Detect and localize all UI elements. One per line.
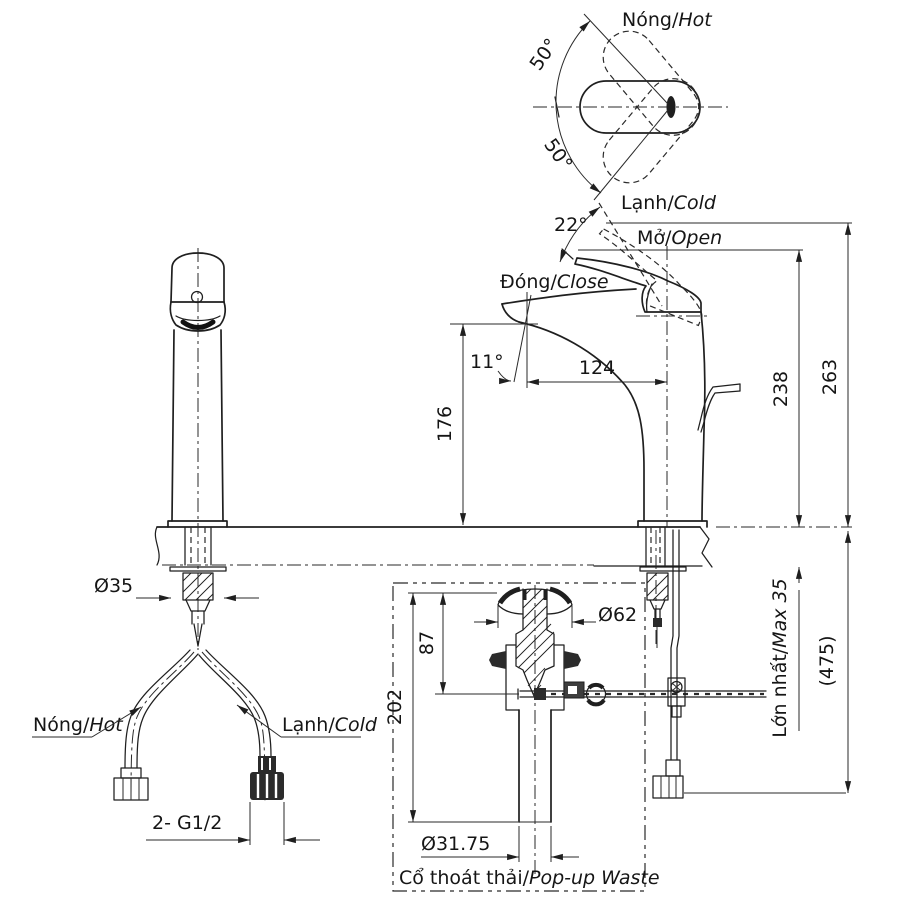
front-view-faucet: Nóng/Hot Lạnh/Cold Ø35 2- G1/2	[32, 248, 378, 845]
countertop	[154, 526, 852, 568]
spout-reach-label: 124	[579, 357, 615, 379]
popup-waste-box: 87 202 Ø62 Ø31.75 Cổ thoát thải/Pop-up W…	[384, 582, 767, 892]
top-cold-label: Lạnh/Cold	[621, 192, 717, 214]
open-angle-arc	[559, 206, 601, 263]
side-view-below-deck	[639, 526, 687, 799]
front-hot-label: Nóng/Hot	[33, 714, 124, 736]
cold-supply-hose	[205, 649, 272, 757]
swing-arc	[555, 20, 602, 194]
thread-label: 2- G1/2	[152, 812, 222, 834]
spout-angle-label: 11°	[470, 351, 504, 373]
popup-caption: Cổ thoát thải/Pop-up Waste	[399, 867, 660, 889]
handle-open-dashed	[598, 228, 703, 327]
close-label: Đóng/Close	[500, 271, 609, 293]
spout-height-label: 176	[434, 406, 456, 442]
side-view-faucet: 22° Mở/Open Đóng/Close 11°	[470, 202, 741, 528]
pull-rod-nut	[652, 775, 684, 799]
hot-supply-hose	[124, 649, 191, 769]
body-diameter-label: Ø35	[94, 575, 133, 597]
plug-depth-label: 87	[416, 631, 438, 655]
spout-body	[501, 288, 637, 305]
lift-rod-knob	[697, 383, 741, 431]
handle-indicator-button	[190, 290, 204, 304]
top-hot-label: Nóng/Hot	[622, 9, 713, 31]
overall-height-label: (475)	[816, 635, 838, 686]
open-angle-label: 22°	[554, 214, 588, 236]
height-open-label: 263	[819, 359, 841, 395]
handle-pivot	[666, 96, 676, 118]
flange-diameter-label: Ø62	[598, 604, 637, 626]
tail-diameter-label: Ø31.75	[421, 833, 490, 855]
max-deck-label: Lớn nhất/Max 35	[769, 578, 791, 737]
pull-rod	[670, 529, 680, 761]
height-closed-label: 238	[770, 371, 792, 407]
dimensions: 124 176 238 263 (475) Lớn nhất/Max 35	[434, 222, 852, 794]
body-length-label: 202	[384, 689, 406, 725]
spout-mouth	[180, 319, 216, 330]
top-view-handle-swing: 50° 50° Nóng/Hot Lạnh/Cold	[525, 9, 728, 214]
open-label: Mở/Open	[637, 227, 722, 249]
front-cold-label: Lạnh/Cold	[282, 714, 378, 736]
swing-angle-upper: 50°	[525, 34, 562, 74]
swing-angle-lower: 50°	[539, 134, 576, 174]
